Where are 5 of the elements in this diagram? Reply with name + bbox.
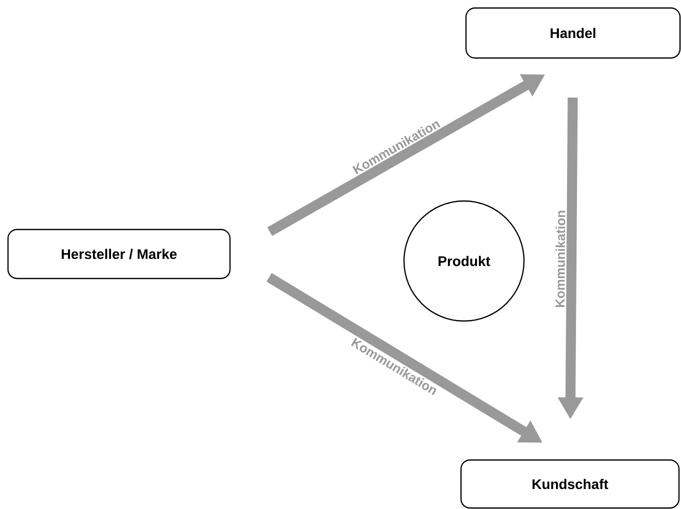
circle-node: Produkt [403, 200, 525, 322]
rounded-box: Handel [465, 7, 681, 59]
edge-label: Kommunikation [556, 210, 566, 307]
rounded-box: Hersteller / Marke [7, 228, 231, 280]
rounded-box: Kundschaft [460, 459, 680, 509]
